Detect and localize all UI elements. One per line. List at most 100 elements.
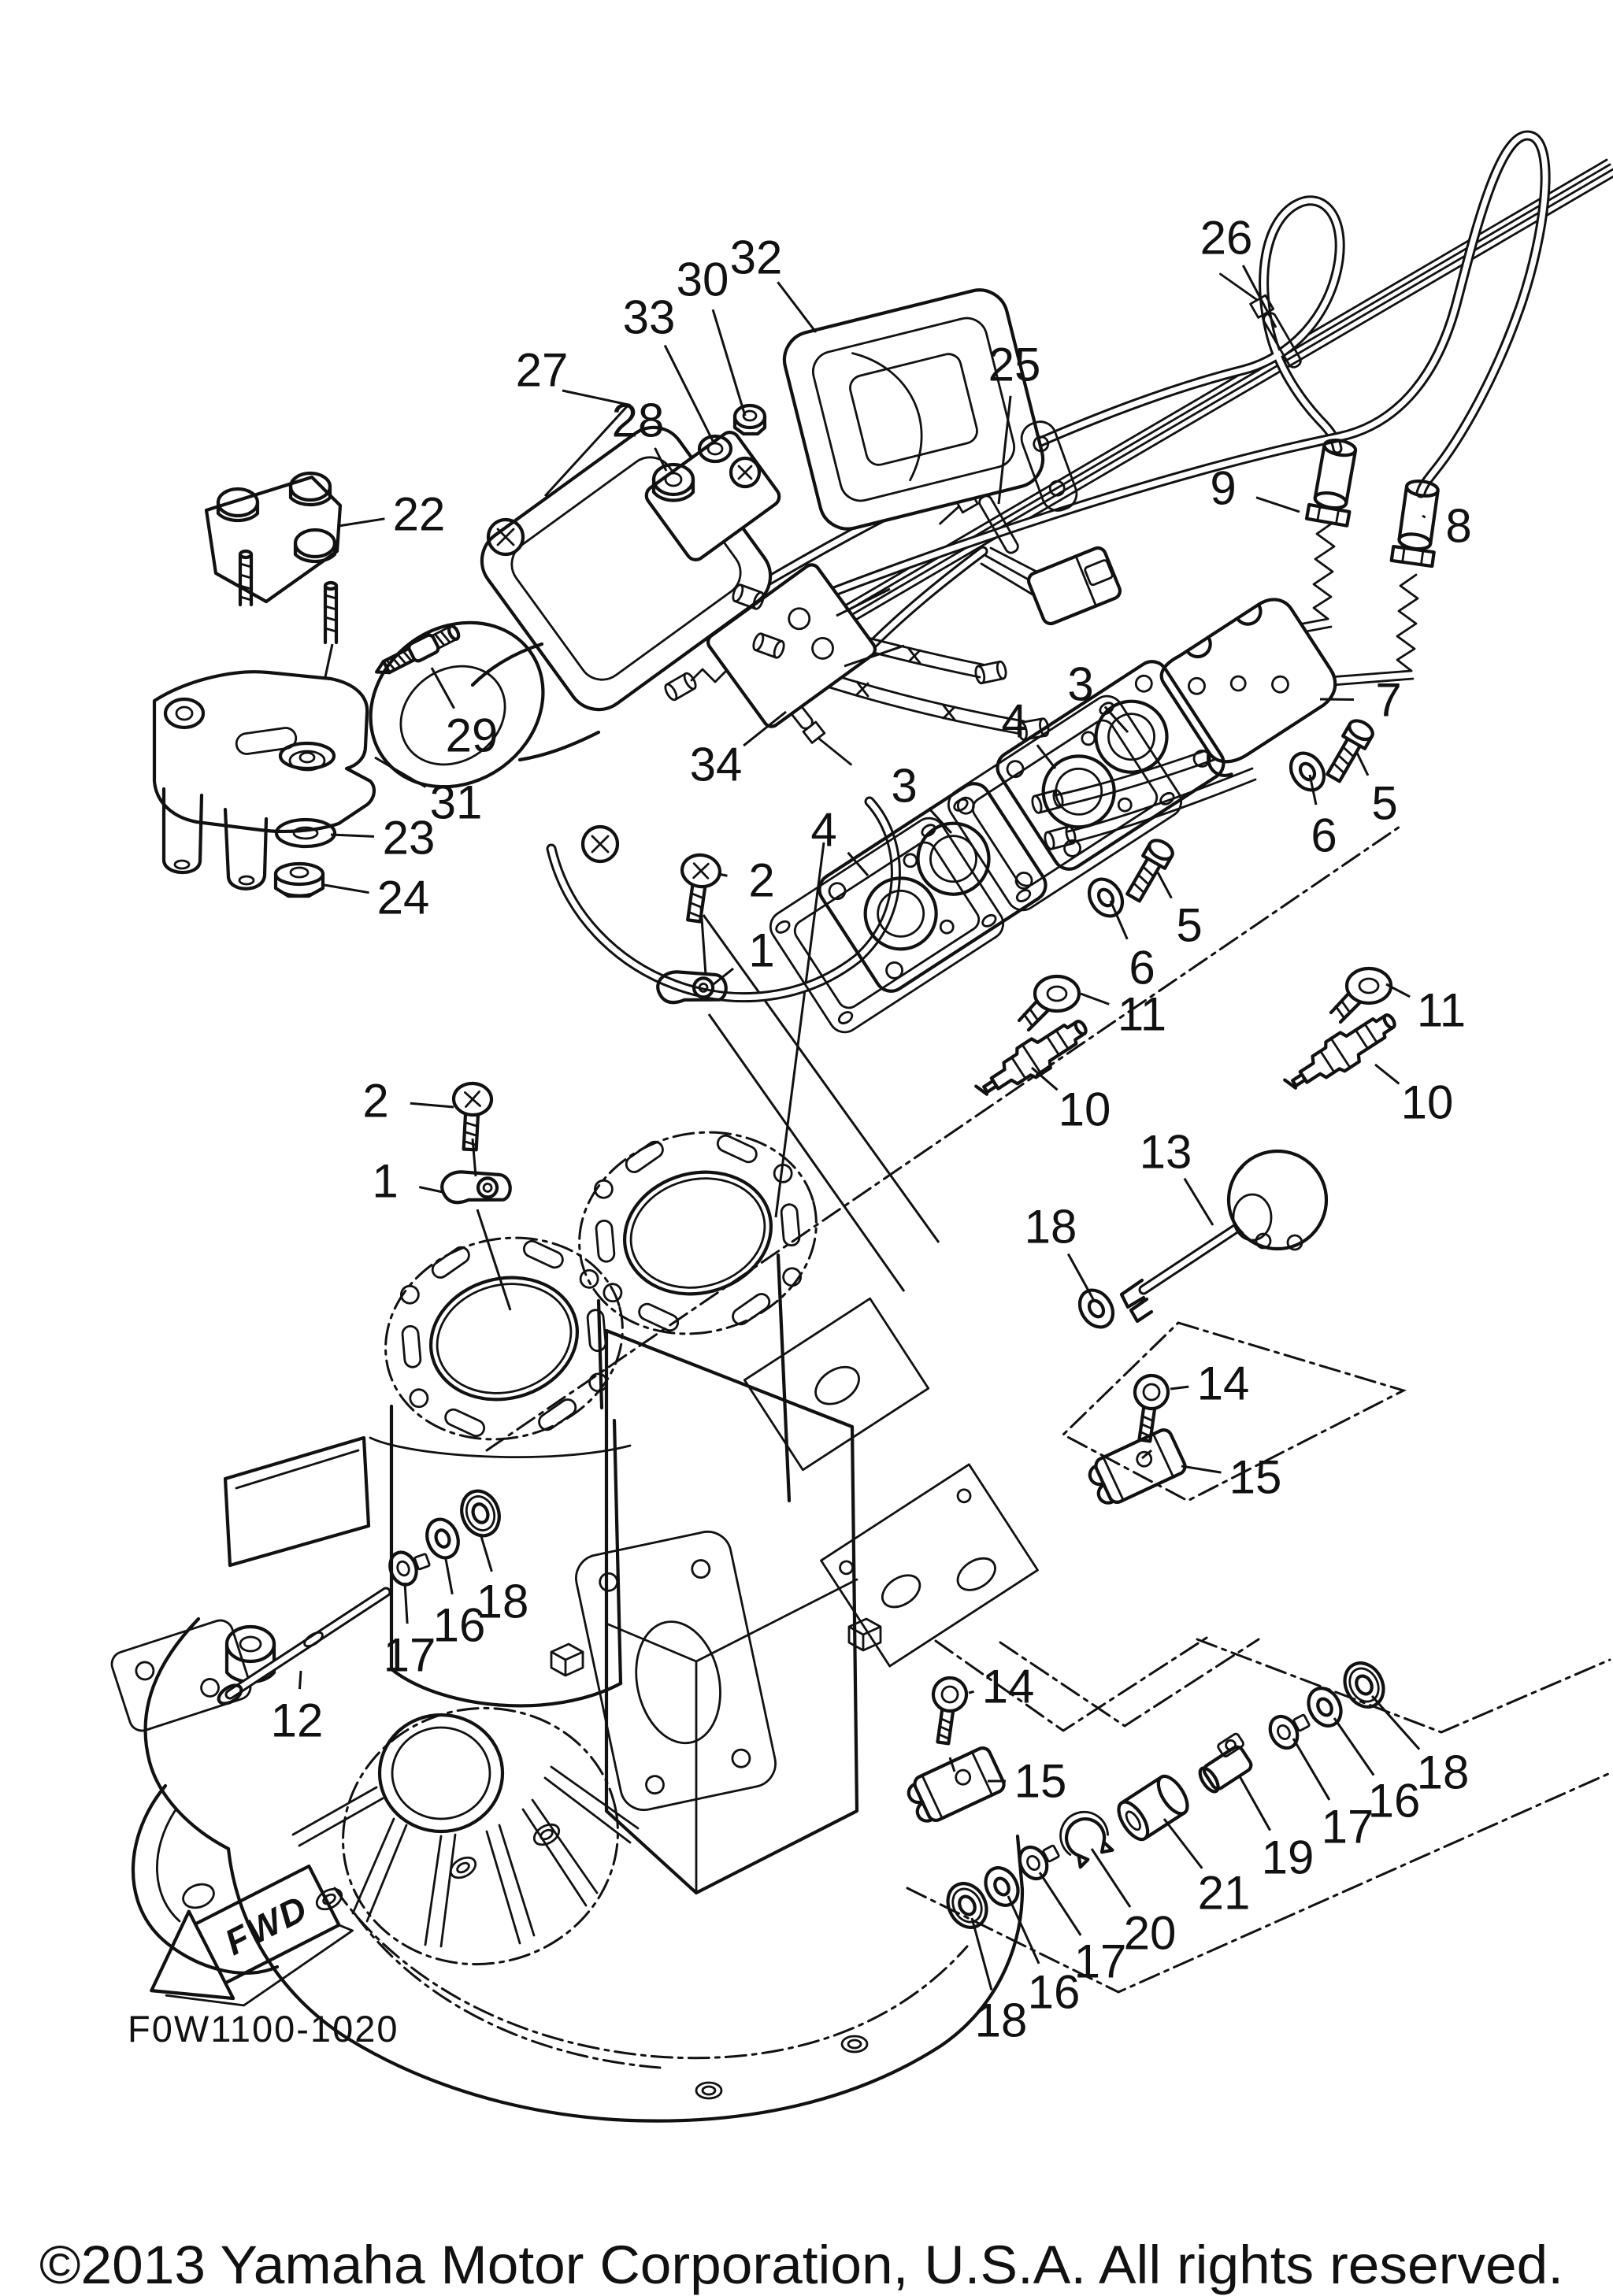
callout-label-18: 18 <box>1025 1201 1077 1254</box>
callout-leader-16 <box>444 1558 454 1595</box>
callout-label-6: 6 <box>1129 942 1155 994</box>
cylinder-block <box>110 1104 1039 1895</box>
callout-label-3: 3 <box>1067 658 1093 711</box>
callout-label-25: 25 <box>988 339 1041 391</box>
callout-leader-18 <box>1370 1695 1421 1750</box>
stud-29 <box>375 624 461 675</box>
callout-leader-34 <box>743 710 787 747</box>
callout-label-4: 4 <box>810 804 836 857</box>
callout-label-11: 11 <box>1118 988 1166 1041</box>
callout-label-22: 22 <box>393 488 446 541</box>
callout-leader-33 <box>663 344 715 443</box>
vent-frame-32 <box>782 288 1078 531</box>
oil-pump-assembly <box>369 403 905 1002</box>
callout-leader-16 <box>1007 1895 1040 1965</box>
callout-label-7: 7 <box>1375 674 1401 727</box>
callout-leader-12 <box>298 1670 302 1690</box>
nut-24 <box>273 861 325 898</box>
fwd-label: FWD <box>218 1887 314 1963</box>
callout-label-4: 4 <box>1001 695 1027 748</box>
diagram-code: F0W1100-1020 <box>128 2008 399 2050</box>
callout-label-18: 18 <box>1417 1746 1470 1799</box>
callout-leader-9 <box>1255 496 1300 513</box>
callout-label-11: 11 <box>1417 984 1466 1037</box>
callout-label-15: 15 <box>1229 1451 1282 1504</box>
callout-leader-6 <box>1109 900 1129 940</box>
callout-label-2: 2 <box>362 1075 388 1128</box>
callout-leader-17 <box>1292 1738 1331 1801</box>
callout-label-16: 16 <box>433 1599 486 1652</box>
callout-leader-18 <box>479 1533 493 1572</box>
callout-leader-7 <box>1319 698 1355 702</box>
callout-label-8: 8 <box>1445 500 1471 553</box>
callout-label-6: 6 <box>1311 809 1337 862</box>
callout-leader-18 <box>1066 1253 1095 1300</box>
callout-leader-1 <box>713 967 734 986</box>
callout-leader-18 <box>970 1917 993 1990</box>
callout-leader-31 <box>374 756 427 788</box>
crankcase <box>131 1616 1025 2123</box>
callout-label-9: 9 <box>1210 462 1236 515</box>
spark-plugs <box>971 968 1403 1107</box>
callout-label-28: 28 <box>612 394 665 447</box>
callout-label-33: 33 <box>623 291 676 344</box>
nut-30 <box>732 403 767 436</box>
callout-label-21: 21 <box>1198 1867 1251 1920</box>
callout-label-17: 17 <box>1322 1801 1374 1853</box>
callout-leader-13 <box>1183 1177 1214 1226</box>
callout-label-27: 27 <box>516 344 569 397</box>
callout-leader-20 <box>1090 1848 1132 1908</box>
callout-label-10: 10 <box>1059 1083 1111 1136</box>
callout-leader-15 <box>1181 1465 1222 1474</box>
callout-leader-19 <box>1238 1776 1271 1831</box>
callout-leader-11 <box>1080 992 1110 1005</box>
callout-label-31: 31 <box>430 776 483 829</box>
callout-label-30: 30 <box>677 254 729 306</box>
callout-label-5: 5 <box>1371 777 1397 830</box>
callout-leader-6 <box>1308 774 1318 805</box>
callout-label-1: 1 <box>372 1155 398 1208</box>
callout-label-3: 3 <box>891 760 917 813</box>
callout-label-10: 10 <box>1401 1076 1454 1129</box>
callout-leader-8 <box>1422 514 1426 519</box>
callout-label-18: 18 <box>975 1994 1028 2047</box>
throttle-cables <box>662 130 1613 851</box>
callout-leader-2 <box>410 1102 454 1109</box>
callout-label-2: 2 <box>748 854 774 907</box>
washer-6 <box>1284 747 1330 797</box>
callout-label-24: 24 <box>377 872 430 924</box>
callout-label-16: 16 <box>1028 1966 1081 2019</box>
cable-tie-26 <box>1219 272 1302 368</box>
callout-leader-22 <box>338 517 385 528</box>
shaft-12-set <box>217 1486 506 1705</box>
callout-label-12: 12 <box>271 1694 324 1747</box>
callout-leader-3 <box>1103 705 1129 734</box>
cable-bracket <box>1159 598 1337 777</box>
callout-leader-17 <box>403 1582 409 1624</box>
callout-leader-28 <box>654 447 668 472</box>
callout-leader-10 <box>1374 1063 1400 1085</box>
callout-leader-3 <box>928 807 953 835</box>
callout-leader-26 <box>1241 265 1277 328</box>
callout-leader-17 <box>1038 1872 1082 1936</box>
governor-shaft-13 <box>1073 1149 1329 1333</box>
mount-plate-22 <box>204 471 343 645</box>
copyright-line: ©2013 Yamaha Motor Corporation, U.S.A. A… <box>39 2235 1563 2295</box>
callout-label-17: 17 <box>1074 1935 1127 1988</box>
washer-23 <box>274 817 337 849</box>
callout-label-16: 16 <box>1368 1775 1421 1828</box>
callout-leader-24 <box>324 883 369 894</box>
grommet-28 <box>651 462 695 502</box>
callout-label-23: 23 <box>383 812 436 865</box>
harness-connector <box>1026 546 1122 626</box>
callout-label-26: 26 <box>1200 212 1253 265</box>
callout-label-13: 13 <box>1140 1126 1192 1179</box>
cable-adjuster-8 <box>1389 479 1440 568</box>
callout-leader-21 <box>1162 1818 1203 1869</box>
callout-leader-29 <box>430 667 455 709</box>
callout-label-5: 5 <box>1176 899 1202 952</box>
callout-leader-14 <box>968 1690 974 1694</box>
callout-leader-4 <box>847 851 870 876</box>
